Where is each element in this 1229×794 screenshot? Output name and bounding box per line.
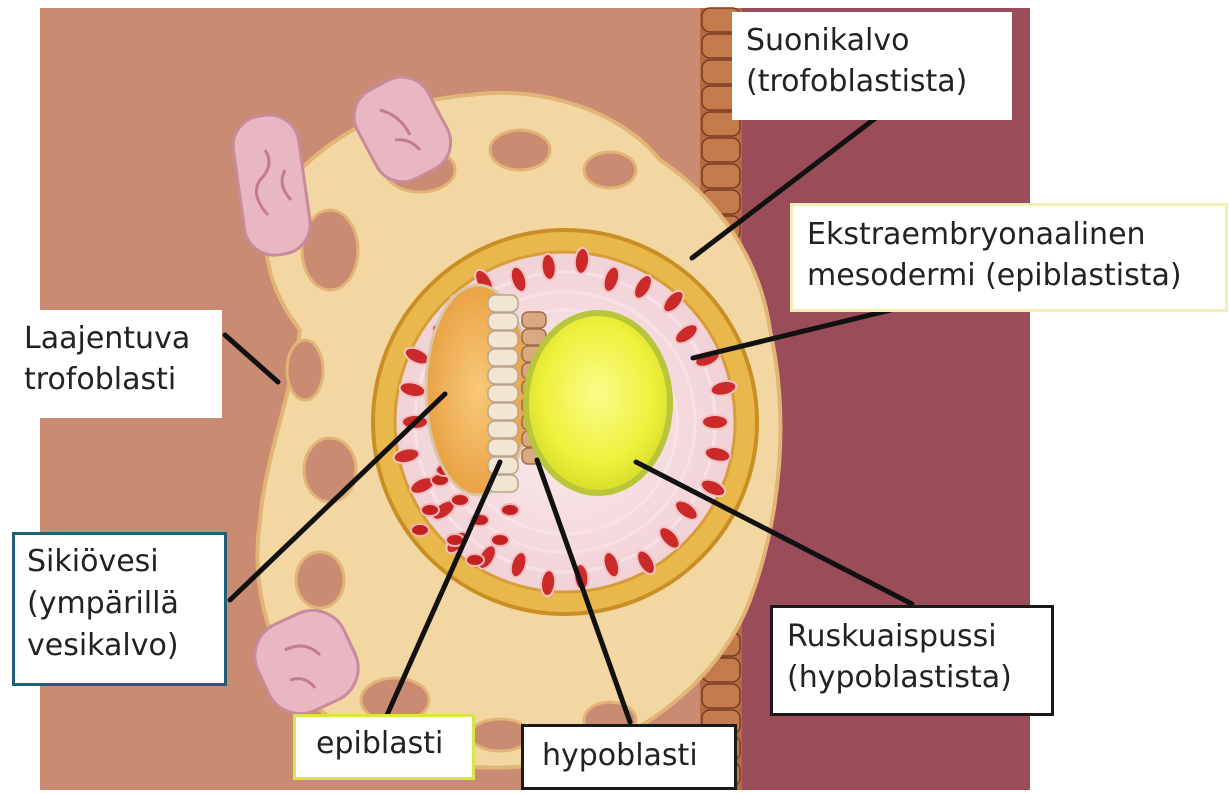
epiblast-cell	[488, 457, 518, 474]
red-blood-cell	[451, 494, 469, 506]
red-blood-cell	[491, 534, 509, 546]
epiblast-cell	[488, 313, 518, 330]
red-blood-cell	[421, 504, 439, 516]
label-sikiovesi: Sikiövesi (ympärillä vesikalvo)	[12, 532, 227, 686]
label-suonikalvo: Suonikalvo (trofoblastista)	[732, 12, 1012, 120]
epiblast-cell	[488, 367, 518, 384]
epiblast-cell	[488, 439, 518, 456]
hypoblast-cell	[522, 312, 546, 328]
column-cell	[702, 164, 740, 188]
label-ekstraembryonaalinen: Ekstraembryonaalinen mesodermi (epiblast…	[790, 203, 1228, 312]
red-blood-cell	[411, 524, 429, 536]
column-cell	[702, 684, 740, 708]
label-hypoblasti: hypoblasti	[521, 724, 737, 790]
epiblast-cell	[488, 385, 518, 402]
epiblast-cells	[488, 295, 518, 492]
red-blood-cell	[702, 415, 728, 429]
epiblast-cell	[488, 295, 518, 312]
label-ruskuaispussi: Ruskuaispussi (hypoblastista)	[770, 605, 1054, 716]
epiblast-cell	[488, 421, 518, 438]
red-blood-cell	[466, 554, 484, 566]
epiblast-cell	[488, 331, 518, 348]
epiblast-cell	[488, 349, 518, 366]
epiblast-cell	[488, 403, 518, 420]
column-cell	[702, 138, 740, 162]
red-blood-cell	[501, 504, 519, 516]
label-laajentuva-trofoblasti: Laajentuva trofoblasti	[10, 310, 222, 418]
label-epiblasti: epiblasti	[293, 714, 475, 780]
